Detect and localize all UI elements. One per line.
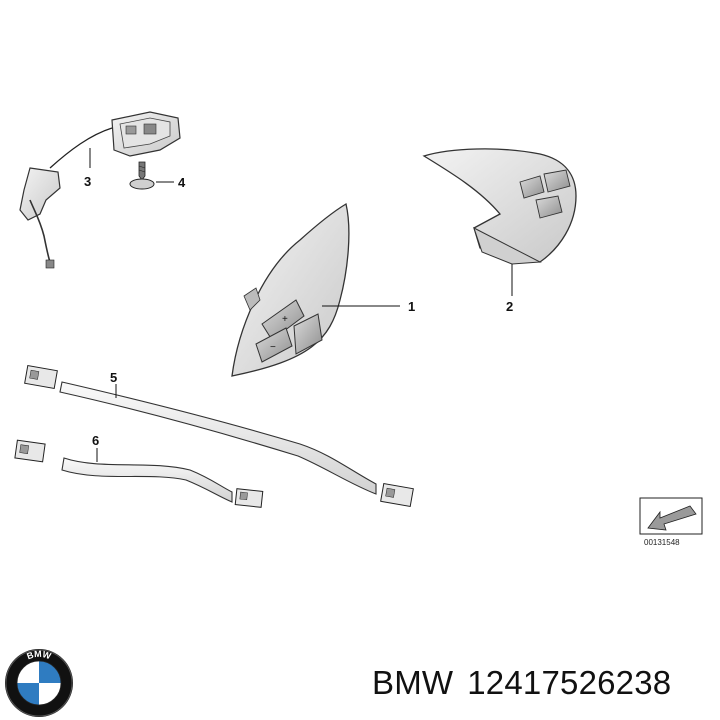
minus-glyph: − xyxy=(270,342,276,353)
bmw-logo-text: BMW xyxy=(25,649,52,662)
arrow-icon xyxy=(647,505,697,531)
callout-1: 1 xyxy=(408,299,415,314)
part-3-module xyxy=(19,111,181,269)
part-5-cable xyxy=(24,364,414,508)
reference-code: 00131548 xyxy=(644,538,680,547)
part-caption: BMW 12417526238 xyxy=(372,664,712,702)
part-1-switch: + − xyxy=(231,202,400,377)
part-6-cable xyxy=(14,439,264,508)
callout-6: 6 xyxy=(92,433,99,448)
callout-4: 4 xyxy=(178,175,186,190)
bmw-logo: BMW xyxy=(5,649,73,717)
part-4-screw xyxy=(129,161,174,190)
part-2-switch xyxy=(422,148,577,296)
part-number: 12417526238 xyxy=(467,664,672,701)
plus-glyph: + xyxy=(282,314,288,325)
callout-2: 2 xyxy=(506,299,513,314)
brand-name: BMW xyxy=(372,664,454,701)
callout-3: 3 xyxy=(84,174,91,189)
callout-5: 5 xyxy=(110,370,117,385)
reference-box: 00131548 xyxy=(639,497,703,547)
